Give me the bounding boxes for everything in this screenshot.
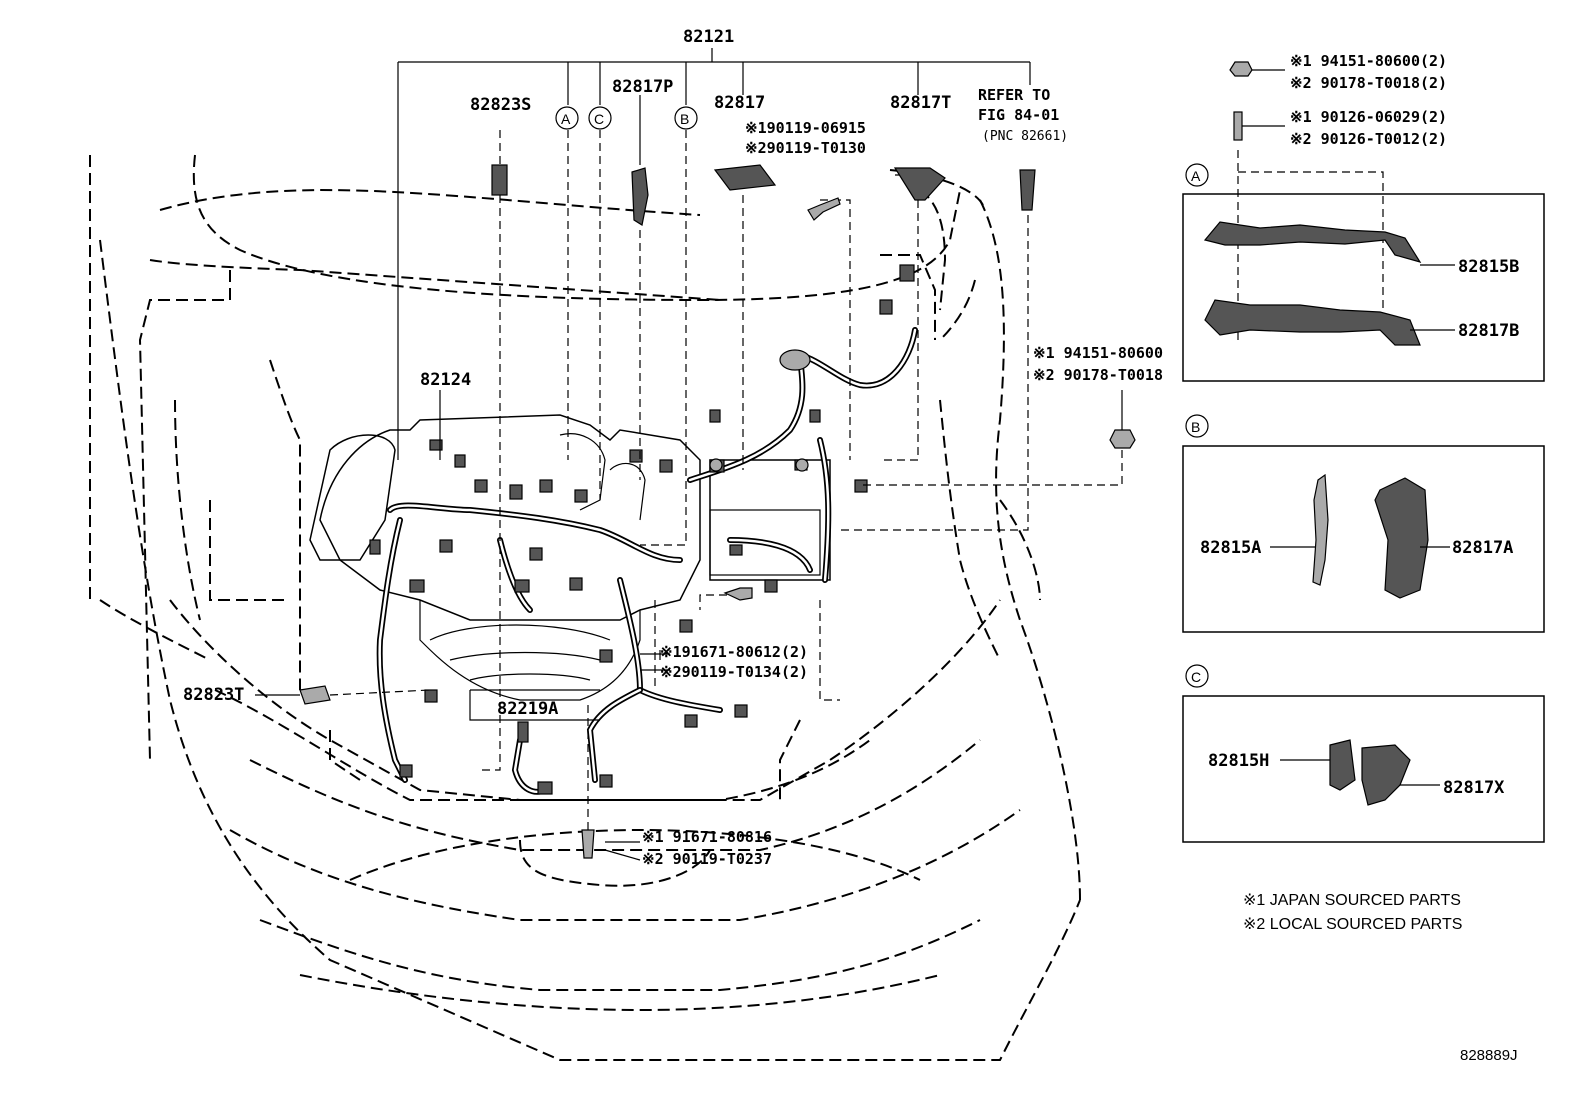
callout-B: B bbox=[674, 106, 698, 130]
detail-panel-A: A 82815B 82817B bbox=[1182, 150, 1545, 382]
part-82823T-connector bbox=[299, 685, 331, 705]
label-82817: 82817 bbox=[714, 93, 765, 113]
part-82817P-clip bbox=[631, 167, 649, 226]
bolt-bottom-label-2: ※2 90119-T0237 bbox=[642, 850, 772, 868]
label-82823T: 82823T bbox=[183, 685, 244, 705]
svg-text:A: A bbox=[561, 111, 571, 127]
engine-block bbox=[309, 414, 831, 701]
label-82817T: 82817T bbox=[890, 93, 951, 113]
svg-text:C: C bbox=[594, 111, 604, 127]
harness-connectors bbox=[369, 264, 915, 788]
label-82219A: 82219A bbox=[497, 699, 558, 719]
part-82817-bracket bbox=[713, 164, 777, 191]
bolt-mid-label-1: ※191671-80612(2) bbox=[660, 643, 808, 661]
callout-C: C bbox=[588, 106, 612, 130]
figure-code: 828889J bbox=[1460, 1047, 1518, 1064]
part-82823S-connector bbox=[491, 164, 508, 196]
svg-text:C: C bbox=[1191, 669, 1201, 685]
vehicle-body-outline bbox=[89, 154, 1081, 1061]
bolt-bottom-label-1: ※1 91671-80816 bbox=[642, 828, 772, 846]
refer-line-3: (PNC 82661) bbox=[982, 129, 1068, 144]
label-82817A: 82817A bbox=[1452, 538, 1513, 558]
bolt-mid-icon bbox=[723, 587, 753, 601]
label-82817B: 82817B bbox=[1458, 321, 1519, 341]
wire-harness-82121 bbox=[376, 327, 918, 795]
legend-nut-label-1: ※1 94151-80600(2) bbox=[1290, 52, 1447, 70]
note-local-sourced: ※2 LOCAL SOURCED PARTS bbox=[1243, 916, 1462, 933]
leader-lines bbox=[255, 48, 1123, 861]
label-82124: 82124 bbox=[420, 370, 471, 390]
detail-panel-C: C 82815H 82817X bbox=[1182, 664, 1545, 843]
refer-line-2: FIG 84-01 bbox=[978, 106, 1059, 124]
note-japan-sourced: ※1 JAPAN SOURCED PARTS bbox=[1243, 892, 1461, 909]
legend-stud-icon bbox=[1233, 111, 1285, 141]
label-82815H: 82815H bbox=[1208, 751, 1269, 771]
legend-nut-icon bbox=[1229, 61, 1285, 77]
legend-stud-label-2: ※2 90126-T0012(2) bbox=[1290, 130, 1447, 148]
bolt-mid-label-2: ※290119-T0134(2) bbox=[660, 663, 808, 681]
label-82815A: 82815A bbox=[1200, 538, 1261, 558]
label-82121: 82121 bbox=[683, 27, 734, 47]
bolt-bottom-icon bbox=[581, 829, 595, 859]
svg-text:B: B bbox=[680, 111, 689, 127]
part-82817T-clip bbox=[893, 167, 946, 201]
part-82661-connector bbox=[1019, 169, 1036, 211]
bolt-top-icon bbox=[807, 197, 841, 221]
nut-right-label-1: ※1 94151-80600 bbox=[1033, 344, 1163, 362]
label-82815B: 82815B bbox=[1458, 257, 1519, 277]
label-82817P: 82817P bbox=[612, 77, 673, 97]
nut-right-icon bbox=[1109, 429, 1136, 449]
nut-right-label-2: ※2 90178-T0018 bbox=[1033, 366, 1163, 384]
legend-nut-label-2: ※2 90178-T0018(2) bbox=[1290, 74, 1447, 92]
part-82219A-sensor bbox=[517, 721, 553, 795]
label-82817X: 82817X bbox=[1443, 778, 1505, 798]
refer-line-1: REFER TO bbox=[978, 86, 1050, 104]
legend-stud-label-1: ※1 90126-06029(2) bbox=[1290, 108, 1447, 126]
callout-A: A bbox=[555, 106, 579, 130]
svg-text:B: B bbox=[1191, 419, 1200, 435]
detail-panel-B: B 82815A 82817A bbox=[1182, 414, 1545, 633]
svg-text:A: A bbox=[1191, 168, 1201, 184]
bolt-top-label-1: ※190119-06915 bbox=[745, 119, 866, 137]
bolt-top-label-2: ※290119-T0130 bbox=[745, 139, 866, 157]
label-82823S: 82823S bbox=[470, 95, 531, 115]
